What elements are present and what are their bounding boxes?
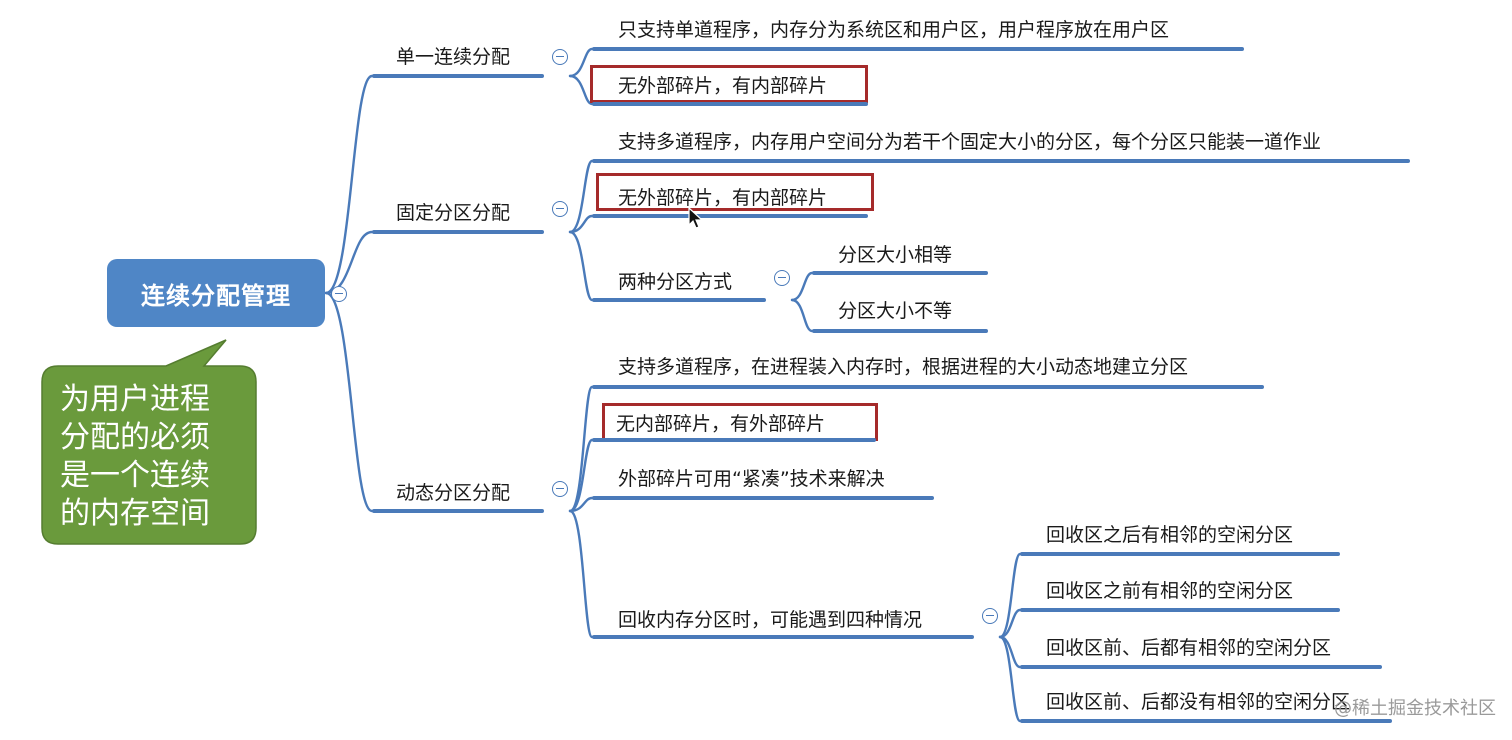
root-collapse-icon[interactable] xyxy=(331,286,347,302)
callout-text: 为用户进程 分配的必须 是一个连续 的内存空间 xyxy=(60,381,240,533)
node-b2-c1[interactable]: 支持多道程序，内存用户空间分为若干个固定大小的分区，每个分区只能装一道作业 xyxy=(618,131,1322,153)
highlight-box xyxy=(590,65,868,103)
node-underline xyxy=(1020,552,1340,556)
callout-line: 分配的必须 xyxy=(60,420,210,455)
branch-3-collapse-icon[interactable] xyxy=(552,481,568,497)
connector-b2-g1 xyxy=(790,271,814,302)
branch-2-collapse-icon[interactable] xyxy=(552,201,568,217)
node-underline xyxy=(592,47,1244,51)
connector-b2-g2 xyxy=(790,298,814,333)
node-b3-g3[interactable]: 回收区前、后都有相邻的空闲分区 xyxy=(1046,637,1332,659)
connector-root-branch-3 xyxy=(324,291,374,513)
node-b1-c2[interactable]: 无外部碎片，有内部碎片 xyxy=(618,75,828,97)
callout-line: 的内存空间 xyxy=(60,496,210,531)
connector-b2-c2 xyxy=(568,214,594,234)
mouse-cursor-icon xyxy=(688,207,704,229)
node-b3-c4[interactable]: 回收内存分区时，可能遇到四种情况 xyxy=(618,609,923,631)
branch-dynamic-partition[interactable]: 动态分区分配 xyxy=(396,482,511,504)
connector-b3-c1 xyxy=(568,385,594,513)
node-underline xyxy=(1020,719,1392,723)
branch-single-contiguous[interactable]: 单一连续分配 xyxy=(396,46,511,68)
node-underline xyxy=(1020,608,1340,612)
node-underline xyxy=(592,496,934,500)
node-underline xyxy=(812,329,988,333)
node-underline xyxy=(592,298,766,302)
connector-b3-c2 xyxy=(568,438,594,513)
branch-fixed-partition[interactable]: 固定分区分配 xyxy=(396,202,511,224)
connector-b2-c1 xyxy=(568,159,594,234)
connector-b1-c2 xyxy=(568,74,594,106)
node-underline xyxy=(592,385,1264,389)
root-node[interactable]: 连续分配管理 xyxy=(107,259,325,327)
branch-1-collapse-icon[interactable] xyxy=(552,49,568,65)
branch-underline xyxy=(372,230,544,234)
connector-b1-c1 xyxy=(568,47,594,78)
node-underline xyxy=(592,438,876,442)
node-b1-c1[interactable]: 只支持单道程序，内存分为系统区和用户区，用户程序放在用户区 xyxy=(618,19,1170,41)
connector-b3-g4 xyxy=(998,635,1022,723)
node-b3-g1[interactable]: 回收区之后有相邻的空闲分区 xyxy=(1046,524,1294,546)
highlight-box xyxy=(596,173,874,211)
callout-bubble-shape xyxy=(41,339,257,545)
partition-methods-collapse-icon[interactable] xyxy=(774,270,790,286)
connector-b3-c3 xyxy=(568,496,594,513)
node-b3-c1[interactable]: 支持多道程序，在进程装入内存时，根据进程的大小动态地建立分区 xyxy=(618,356,1189,378)
branch-underline xyxy=(372,74,544,78)
connector-root-branch-1 xyxy=(324,74,374,295)
node-b2-c2[interactable]: 无外部碎片，有内部碎片 xyxy=(618,187,828,209)
node-b3-c3[interactable]: 外部碎片可用“紧凑”技术来解决 xyxy=(618,468,885,490)
connector-b3-g2 xyxy=(998,608,1022,639)
connector-b3-c4 xyxy=(568,509,594,639)
node-b3-g2[interactable]: 回收区之前有相邻的空闲分区 xyxy=(1046,580,1294,602)
recycle-collapse-icon[interactable] xyxy=(982,608,998,624)
watermark: @稀土掘金技术社区 xyxy=(1334,698,1496,719)
node-underline xyxy=(592,214,868,218)
node-b3-g4[interactable]: 回收区前、后都没有相邻的空闲分区 xyxy=(1046,691,1351,713)
connector-b3-g1 xyxy=(998,552,1022,639)
node-underline xyxy=(592,102,868,106)
node-b3-c2[interactable]: 无内部碎片，有外部碎片 xyxy=(616,413,826,435)
node-underline xyxy=(812,271,988,275)
node-b2-c3[interactable]: 两种分区方式 xyxy=(618,271,733,293)
branch-underline xyxy=(372,509,544,513)
node-underline xyxy=(592,159,1410,163)
connector-b2-c3 xyxy=(568,230,594,302)
callout-line: 为用户进程 xyxy=(60,382,210,417)
callout-line: 是一个连续 xyxy=(60,458,210,493)
node-underline xyxy=(1020,665,1382,669)
node-underline xyxy=(592,635,974,639)
node-b2-g1[interactable]: 分区大小相等 xyxy=(838,244,953,266)
node-b2-g2[interactable]: 分区大小不等 xyxy=(838,300,953,322)
